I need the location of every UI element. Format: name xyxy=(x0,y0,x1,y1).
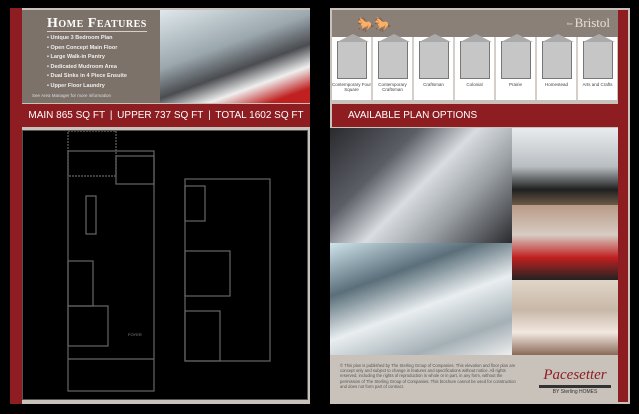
bathroom-photo xyxy=(330,243,512,355)
house-elevation-icon xyxy=(377,34,410,79)
floor-plan: FOYER xyxy=(22,130,308,400)
disclaimer: © This plan is published by The Sterling… xyxy=(340,363,516,389)
house-elevation-icon xyxy=(459,34,492,79)
logo-by: BY Sterling HOMES xyxy=(552,389,598,395)
elevation-label: Prairie xyxy=(508,82,522,87)
features-title: Home Features xyxy=(47,16,147,32)
elevation-card: Homestead xyxy=(537,34,576,100)
foyer-label: FOYER xyxy=(128,332,142,337)
feature-item: Dual Sinks in 4 Piece Ensuite xyxy=(47,72,150,82)
house-elevation-icon xyxy=(418,34,451,79)
main-sqft: MAIN 865 SQ FT xyxy=(28,110,106,121)
elevation-card: Prairie xyxy=(496,34,535,100)
elevation-label: Homestead xyxy=(544,82,568,87)
elevation-card: Contemporary Four Square xyxy=(332,34,372,100)
home-features-panel: Home Features Unique 3 Bedroom Plan Open… xyxy=(22,10,160,103)
model-brand: the Bristol xyxy=(567,15,610,30)
red-strip xyxy=(618,10,628,402)
elevation-label: Contemporary Craftsman xyxy=(378,82,407,92)
total-sqft: TOTAL 1602 SQ FT xyxy=(215,110,304,121)
features-note: See Area Manager for more information xyxy=(32,93,112,98)
house-elevation-icon xyxy=(500,34,533,79)
elevation-card: Colonial xyxy=(455,34,494,100)
main-floor-outline xyxy=(67,150,155,392)
pacesetter-logo: Pacesetter BY Sterling HOMES xyxy=(535,367,615,403)
house-elevation-icon xyxy=(336,34,369,79)
elevation-label: Contemporary Four Square xyxy=(332,82,372,92)
elevation-card: Arts and Crafts xyxy=(578,34,617,100)
feature-item: Unique 3 Bedroom Plan xyxy=(47,34,150,44)
feature-item: Dedicated Mudroom Area xyxy=(47,63,150,73)
section-title: AVAILABLE PLAN OPTIONS xyxy=(332,104,618,127)
red-strip xyxy=(10,8,22,404)
elevation-card: Contemporary Craftsman xyxy=(373,34,412,100)
bedroom-photo xyxy=(512,205,618,280)
house-elevation-icon xyxy=(582,34,615,79)
feature-item: Open Concept Main Floor xyxy=(47,44,150,54)
feature-item: Large Walk-in Pantry xyxy=(47,53,150,63)
house-elevation-icon xyxy=(541,34,574,79)
logo-name: Pacesetter xyxy=(543,367,607,383)
elevation-label: Craftsman xyxy=(423,82,444,87)
living-room-photo xyxy=(160,10,310,103)
feature-item: Upper Floor Laundry xyxy=(47,82,150,92)
upper-sqft: UPPER 737 SQ FT xyxy=(117,110,204,121)
master-bedroom-photo xyxy=(512,280,618,355)
separator: | xyxy=(109,110,113,121)
floor-plan-page: Home Features Unique 3 Bedroom Plan Open… xyxy=(10,8,310,404)
kitchen-photo xyxy=(330,128,512,243)
upper-floor-outline xyxy=(184,178,271,362)
model-name: Bristol xyxy=(574,15,610,30)
model-prefix: the xyxy=(567,21,573,26)
elevation-label: Arts and Crafts xyxy=(582,82,613,87)
elevation-label: Colonial xyxy=(466,82,483,87)
dining-photo xyxy=(512,128,618,205)
elevation-card: Craftsman xyxy=(414,34,453,100)
floor-plan-drawing: FOYER xyxy=(67,130,271,392)
separator: | xyxy=(208,110,211,121)
header-banner: 🐎🐎 the Bristol xyxy=(332,10,618,37)
square-footage-bar: MAIN 865 SQ FT | UPPER 737 SQ FT | TOTAL… xyxy=(22,104,310,127)
elevation-options: Contemporary Four Square Contemporary Cr… xyxy=(332,34,617,100)
plan-options-page: 🐎🐎 the Bristol Contemporary Four Square … xyxy=(330,8,630,404)
horse-logo-icon: 🐎🐎 xyxy=(357,16,392,32)
